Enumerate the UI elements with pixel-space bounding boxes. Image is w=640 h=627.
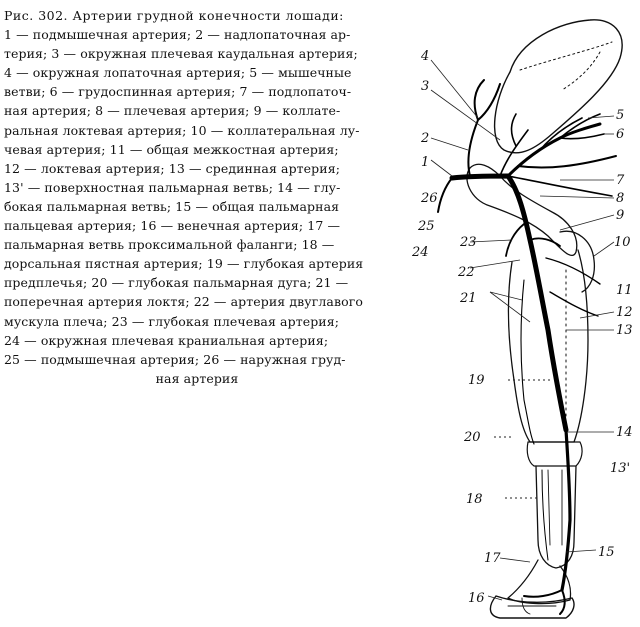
label-10: 10: [614, 235, 631, 250]
scapula-dotted-edge: [562, 52, 600, 90]
caption-line: предплечья; 20 — глубокая пальмарная дуг…: [4, 273, 390, 292]
limb-artery-drawing: 4 3 5 2 6 1 7 26 8 25 9 24 10 23 22 21 1…: [390, 8, 640, 627]
external-thoracic-branch: [438, 178, 452, 212]
label-23: 23: [459, 235, 477, 250]
label-7: 7: [616, 173, 625, 188]
collateral-branches: [546, 258, 600, 316]
label-9: 9: [616, 208, 624, 223]
label-1: 1: [421, 155, 429, 170]
leader-8: [540, 196, 614, 198]
label-19: 19: [468, 373, 485, 388]
figure-caption: Рис. 302. Артерии грудной конечности лош…: [4, 6, 390, 388]
leader-21b: [490, 292, 530, 322]
olecranon-outline: [560, 231, 594, 292]
label-14: 14: [616, 425, 633, 440]
label-24: 24: [411, 245, 429, 260]
caption-line: 24 — окружная плечевая краниальная артер…: [4, 331, 390, 350]
leader-17: [500, 558, 530, 562]
caption-line: 4 — окружная лопаточная артерия; 5 — мыш…: [4, 63, 390, 82]
caption-line: пальцевая артерия; 16 — венечная артерия…: [4, 216, 390, 235]
label-3: 3: [421, 79, 429, 94]
caption-line: ветви; 6 — грудоспинная артерия; 7 — под…: [4, 82, 390, 101]
caption-line: 13' — поверхностная пальмарная ветвь; 14…: [4, 178, 390, 197]
label-13-prime: 13': [610, 461, 630, 476]
label-5: 5: [616, 108, 624, 123]
label-12: 12: [616, 305, 633, 320]
leader-4: [431, 60, 478, 118]
leader-9: [560, 215, 614, 230]
label-16: 16: [468, 591, 485, 606]
caption-line: поперечная артерия локтя; 22 — артерия д…: [4, 292, 390, 311]
leader-22: [470, 260, 520, 268]
thoracodorsal-branch: [518, 156, 616, 168]
caption-line: дорсальная пястная артерия; 19 — глубока…: [4, 254, 390, 273]
caption-line: бокая пальмарная ветвь; 15 — общая пальм…: [4, 197, 390, 216]
caption-line: ная артерия: [4, 369, 390, 388]
label-22: 22: [457, 265, 475, 280]
caption-line: 12 — локтевая артерия; 13 — срединная ар…: [4, 159, 390, 178]
caption-line: терия; 3 — окружная плечевая каудальная …: [4, 44, 390, 63]
caption-line: пальмарная ветвь проксимальной фаланги; …: [4, 235, 390, 254]
label-4: 4: [420, 49, 429, 64]
label-20: 20: [463, 430, 481, 445]
scapula-spine: [520, 42, 612, 70]
caption-line: 25 — подмышечная артерия; 26 — наружная …: [4, 350, 390, 369]
label-2: 2: [420, 131, 429, 146]
label-13: 13: [616, 323, 633, 338]
metacarpus-inner: [548, 470, 562, 545]
leader-15: [566, 550, 596, 552]
label-25: 25: [417, 219, 435, 234]
leader-1: [431, 160, 452, 176]
caption-line: чевая артерия; 11 — общая межкостная арт…: [4, 140, 390, 159]
caption-line: 1 — подмышечная артерия; 2 — надлопаточн…: [4, 25, 390, 44]
leader-10: [594, 242, 614, 256]
leader-3: [431, 90, 500, 140]
pectoral-branch: [508, 176, 612, 196]
caption-line: мускула плеча; 23 — глубокая плечевая ар…: [4, 312, 390, 331]
leader-12: [580, 312, 614, 318]
suprascapular-branch: [468, 80, 500, 176]
caption-title: Рис. 302. Артерии грудной конечности лош…: [4, 6, 390, 25]
label-21: 21: [459, 291, 477, 306]
label-6: 6: [616, 127, 624, 142]
label-8: 8: [616, 191, 624, 206]
label-11: 11: [616, 283, 633, 298]
label-26: 26: [420, 191, 438, 206]
label-18: 18: [466, 492, 483, 507]
leader-2: [431, 138, 468, 150]
dorsal-metacarpal-thin: [542, 470, 548, 560]
interosseous-thin: [521, 280, 534, 444]
label-15: 15: [598, 545, 615, 560]
carpus-outline: [527, 442, 582, 466]
caption-line: ральная локтевая артерия; 10 — коллатера…: [4, 121, 390, 140]
label-17: 17: [484, 551, 501, 566]
caption-line: ная артерия; 8 — плечевая артерия; 9 — к…: [4, 101, 390, 120]
hoof-outline: [490, 596, 574, 618]
